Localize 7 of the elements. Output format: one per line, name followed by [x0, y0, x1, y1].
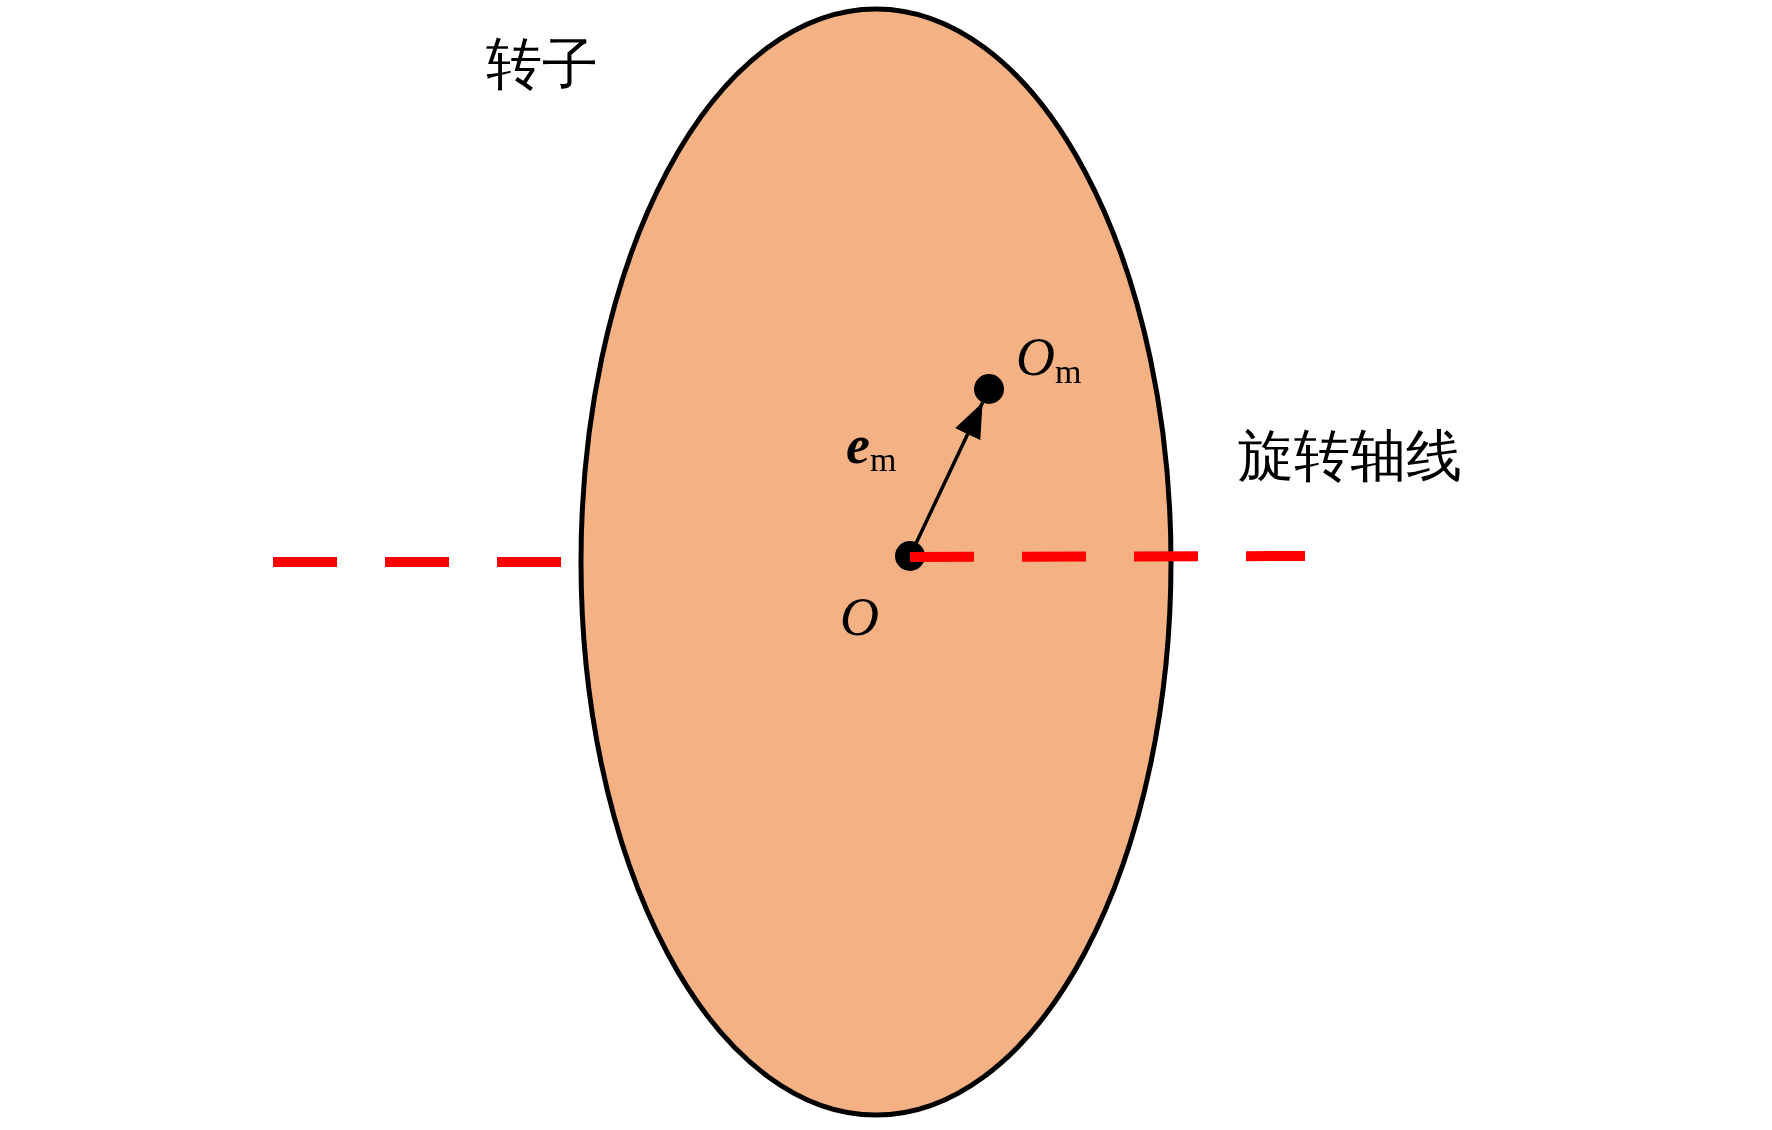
point-label: O — [840, 590, 879, 644]
point-dot — [974, 374, 1004, 404]
axis-label: 旋转轴线 — [1238, 428, 1462, 484]
point-label: O$_{m}$ — [1016, 330, 1082, 389]
rotor-label: 转子 — [486, 36, 598, 92]
point-dot — [895, 541, 925, 571]
arrow — [914, 401, 985, 544]
